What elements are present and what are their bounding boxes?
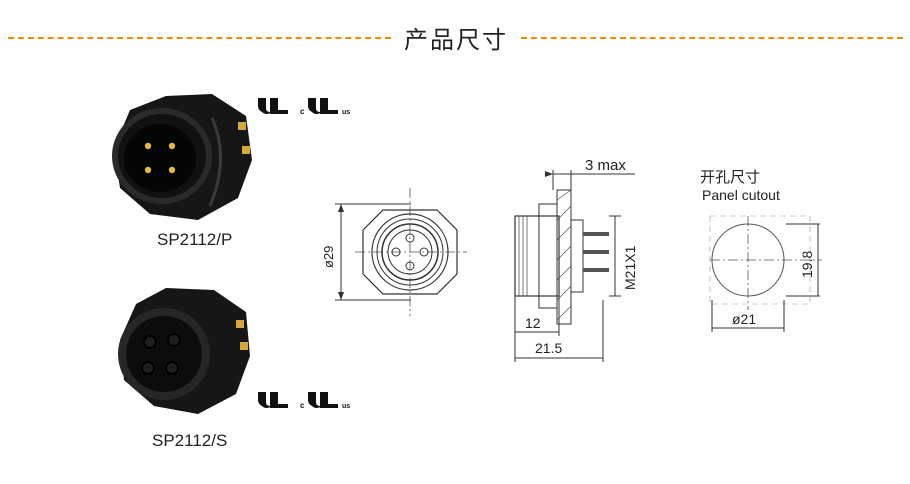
page-title: 产品尺寸 [404, 26, 508, 54]
ul-c-us-logo-2: c us [300, 392, 350, 410]
ul-us-suffix: us [342, 109, 350, 116]
panel-thickness-label: 3 max [585, 157, 626, 174]
cutout-height-label: 19.8 [799, 251, 815, 278]
front-diameter-label: ø29 [321, 246, 336, 268]
ul-c-prefix: c [300, 107, 305, 116]
thread-size-label: M21X1 [622, 245, 638, 290]
dim-12-label: 12 [525, 315, 541, 331]
dim-21-5-label: 21.5 [535, 340, 562, 356]
ul-recognized-logo [258, 98, 288, 114]
cutout-title-en: Panel cutout [702, 187, 780, 203]
ul-c-us-logo: c us [300, 98, 350, 116]
product-model-female: SP2112/S [152, 431, 228, 450]
connector-female-photo [118, 288, 250, 414]
ul-recognized-logo-2 [258, 392, 288, 408]
side-view-drawing: 3 max M21X1 12 21.5 [514, 157, 638, 362]
header-divider-right [521, 37, 903, 39]
cutout-title-cn: 开孔尺寸 [700, 169, 760, 186]
header-divider-left [8, 37, 391, 39]
ul-us-suffix-2: us [342, 403, 350, 410]
cutout-width-label: ø21 [732, 311, 756, 327]
panel-cutout-drawing: 开孔尺寸 Panel cutout 19.8 ø21 [700, 169, 822, 332]
front-view-drawing: ø29 [321, 188, 467, 316]
product-model-male: SP2112/P [157, 230, 233, 249]
connector-male-photo [112, 94, 252, 220]
ul-c-prefix-2: c [300, 401, 305, 410]
